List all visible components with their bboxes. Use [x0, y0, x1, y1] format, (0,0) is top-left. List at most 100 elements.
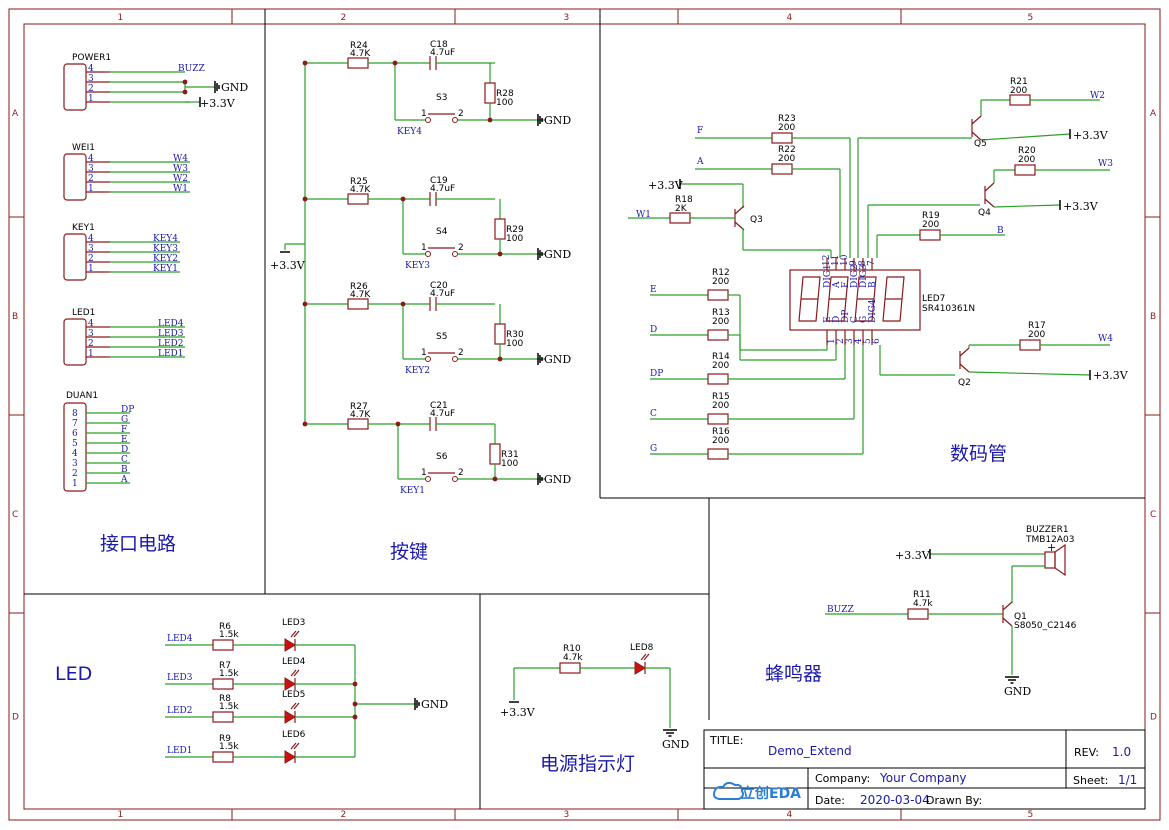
ref-designator: R10 — [563, 644, 581, 654]
value-label: 1.5k — [219, 630, 239, 640]
ref-designator: S3 — [436, 93, 447, 103]
value-label: 100 — [501, 459, 518, 469]
value-label: 4.7K — [350, 290, 371, 300]
pin-number: 12 — [822, 255, 832, 266]
pin-name: DIG3 — [859, 264, 869, 288]
ref-designator: R27 — [350, 402, 368, 412]
vcc-label: +3.3V — [200, 97, 236, 110]
pin-number: 6 — [72, 429, 78, 439]
ref-designator: KEY1 — [72, 223, 95, 233]
value-label: SR410361N — [922, 304, 975, 314]
pin-number: 4 — [854, 338, 864, 344]
net-label: KEY4 — [153, 234, 178, 244]
pin-number: 2 — [458, 468, 464, 478]
ref-designator: LED6 — [282, 730, 306, 740]
section-title-interface: 接口电路 — [100, 533, 176, 555]
net-label: C — [650, 409, 657, 419]
sheet-label: Sheet: — [1073, 774, 1109, 787]
pin-name: DP — [841, 310, 851, 323]
gnd-symbol — [414, 698, 420, 710]
pin-number: 2 — [836, 338, 846, 344]
gnd-symbol — [663, 729, 677, 737]
pin-number: 1 — [421, 348, 427, 358]
emit-arrow — [293, 702, 300, 710]
section-title-power-led: 电源指示灯 — [540, 753, 635, 775]
ref-designator: Q5 — [974, 139, 987, 149]
switch-contact — [425, 476, 431, 482]
net-label: DP — [650, 369, 663, 379]
net-label: KEY4 — [397, 127, 422, 137]
resistor — [212, 711, 234, 723]
ruler-col-bottom: 2 — [341, 810, 347, 820]
vcc-label: +3.3V — [1073, 129, 1109, 142]
pin-number: 1 — [421, 243, 427, 253]
ruler-row-right: B — [1150, 312, 1156, 322]
gnd-label: GND — [221, 81, 248, 94]
pin-name: D — [832, 316, 842, 323]
pin-number: 2 — [88, 84, 94, 94]
emit-arrow — [640, 653, 647, 661]
ref-designator: LED5 — [282, 690, 305, 700]
resistor — [907, 608, 929, 620]
company-value: Your Company — [879, 771, 967, 785]
pin-number: 1 — [421, 109, 427, 119]
value-label: 200 — [922, 220, 939, 230]
pin-name: G — [859, 316, 869, 323]
emit-arrow — [290, 630, 297, 638]
ruler-row-right: A — [1150, 109, 1157, 119]
gnd-label: GND — [544, 248, 571, 261]
pin-number: 5 — [72, 439, 78, 449]
net-label: G — [650, 444, 657, 454]
gnd-label: GND — [421, 698, 448, 711]
net-label: W2 — [173, 174, 188, 184]
net-label: W1 — [636, 210, 651, 220]
connector-body — [63, 318, 87, 366]
led-diode — [284, 702, 300, 724]
ruler-col-top: 5 — [1028, 13, 1034, 23]
ref-designator: Q3 — [750, 215, 763, 225]
pin-number: 2 — [72, 469, 78, 479]
net-label: F — [697, 126, 703, 136]
pin-number: 1 — [827, 338, 837, 344]
value-label: 200 — [712, 361, 729, 371]
ref-designator: R18 — [675, 195, 693, 205]
company-label: Company: — [815, 772, 870, 785]
junction-dot — [352, 714, 358, 720]
net-label: KEY1 — [153, 264, 178, 274]
junction-dot — [492, 476, 498, 482]
pin-name: A — [832, 281, 842, 289]
ref-designator: C21 — [430, 401, 448, 411]
pin-number: 6 — [872, 338, 882, 344]
ref-designator: DUAN1 — [66, 391, 98, 401]
value-label: 1.5k — [219, 742, 239, 752]
value-label: 200 — [1010, 86, 1027, 96]
ref-designator: R8 — [219, 694, 231, 704]
pin-name: B — [868, 281, 878, 288]
wire — [980, 133, 1071, 141]
ruler-col-bottom: 1 — [118, 810, 124, 820]
net-label: W1 — [173, 184, 188, 194]
ruler-col-bottom: 3 — [564, 810, 570, 820]
vcc-label: +3.3V — [270, 259, 306, 272]
diode-triangle — [284, 750, 296, 764]
seven-seg-digit — [882, 276, 905, 322]
resistor — [494, 323, 506, 345]
net-label: W4 — [1098, 334, 1113, 344]
net-label: B — [121, 465, 128, 475]
wire — [993, 204, 1061, 208]
ref-designator: R26 — [350, 282, 368, 292]
pin-number: 4 — [88, 234, 94, 244]
ref-designator: LED7 — [922, 294, 945, 304]
net-label: D — [121, 445, 128, 455]
doc-title: Demo_Extend — [768, 744, 852, 758]
resistor — [1009, 94, 1031, 106]
led-diode — [284, 630, 300, 652]
transistor-leg — [971, 131, 982, 141]
pin-number: 2 — [88, 339, 94, 349]
transistor-leg — [1002, 617, 1013, 627]
ref-designator: R25 — [350, 177, 368, 187]
value-label: 4.7k — [563, 653, 583, 663]
pin-number: 2 — [458, 243, 464, 253]
gnd-label: GND — [1004, 685, 1031, 698]
gnd-label: GND — [544, 473, 571, 486]
